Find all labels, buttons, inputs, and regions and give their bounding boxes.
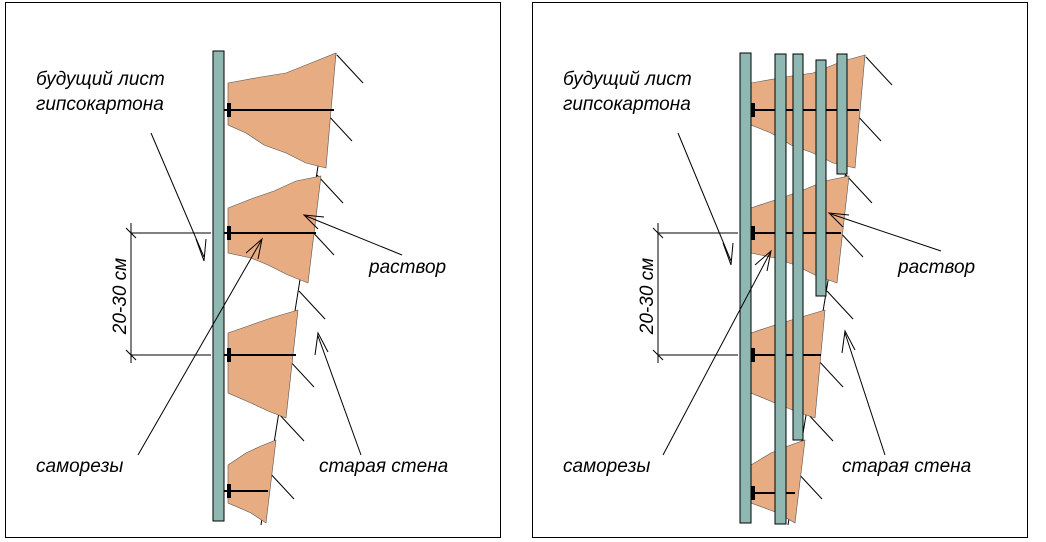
label-mortar: раствор xyxy=(897,257,975,278)
mortar-blob-3 xyxy=(750,309,826,419)
leveling-strips xyxy=(774,53,848,525)
dimension-label: 20-30 см xyxy=(637,258,658,335)
diagram-right-panel: 20-30 см будущий лист гипсокартона раств… xyxy=(532,2,1028,538)
right-diagram: 20-30 см будущий лист гипсокартона раств… xyxy=(563,52,975,526)
mortar-blobs xyxy=(750,54,866,524)
diagram-left-panel: 20-30 см будущий лист гипсокартона раств… xyxy=(5,2,501,538)
mortar-blobs xyxy=(227,52,337,524)
screws xyxy=(224,109,334,492)
label-old-wall: старая стена xyxy=(842,456,971,477)
strip-4 xyxy=(836,53,848,175)
screw-heads xyxy=(227,103,231,498)
drywall-board xyxy=(212,50,225,522)
label-drywall-line2: гипсокартона xyxy=(36,94,164,115)
label-drywall-line1: будущий лист xyxy=(563,69,692,90)
label-old-wall: старая стена xyxy=(319,456,448,477)
strip-2 xyxy=(792,53,804,441)
label-drywall-line1: будущий лист xyxy=(36,69,165,90)
dimension-label: 20-30 см xyxy=(110,258,131,335)
strip-1 xyxy=(774,53,787,525)
screw-heads xyxy=(751,103,755,500)
left-diagram: 20-30 см будущий лист гипсокартона раств… xyxy=(36,50,448,526)
label-drywall-line2: гипсокартона xyxy=(563,94,691,115)
mortar-blob-4 xyxy=(227,439,277,524)
label-screws: саморезы xyxy=(36,456,123,477)
mortar-blob-2 xyxy=(227,175,322,284)
dimension-marker xyxy=(652,223,738,363)
pointer-lines xyxy=(662,132,942,456)
drywall-board xyxy=(739,52,752,524)
strip-3 xyxy=(815,59,827,297)
mortar-blob-3 xyxy=(227,309,299,419)
pointer-lines xyxy=(137,132,403,456)
mortar-blob-1 xyxy=(750,54,866,169)
label-mortar: раствор xyxy=(368,257,446,278)
dimension-marker xyxy=(125,223,211,363)
label-screws: саморезы xyxy=(563,456,650,477)
